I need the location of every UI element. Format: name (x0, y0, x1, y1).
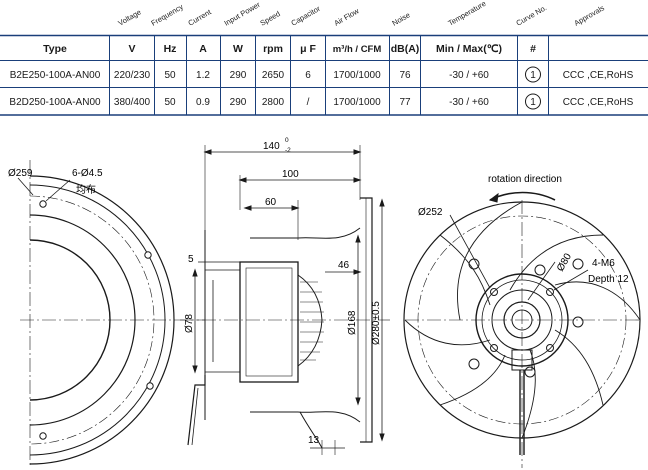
col-current: A (199, 43, 207, 55)
dim-280: Ø280±0.5 (371, 301, 382, 345)
dim-168: Ø168 (347, 310, 358, 335)
label-holes: 6-Ø4.5 (72, 168, 103, 179)
technical-drawing: Ø259 6-Ø4.5 均布 (8, 137, 641, 468)
cell-power: 290 (230, 97, 247, 108)
col-noise: dB(A) (391, 43, 420, 55)
dim-13: 13 (308, 435, 320, 446)
dim-5: 5 (188, 254, 194, 265)
cell-power: 290 (230, 70, 247, 81)
front-view-left (17, 160, 205, 468)
dim-tol-lower: -2 (285, 147, 291, 154)
cell-curve: 1 (530, 70, 536, 81)
cell-temperature: -30 / +60 (449, 97, 489, 108)
col-temperature: Min / Max(℃) (436, 43, 502, 55)
curve-circle (525, 66, 541, 83)
cell-noise: 76 (399, 70, 411, 81)
spec-table: Voltage Frequency Current Input Power Sp… (0, 0, 648, 116)
label-rotation-direction: rotation direction (488, 174, 562, 185)
table-row: B2D250-100A-AN00 380/400 50 0.9 290 2800… (9, 93, 634, 110)
cell-airflow: 1700/1000 (333, 97, 381, 108)
dim-tol-upper: 0 (285, 137, 289, 144)
dim-78: Ø78 (184, 314, 195, 333)
cell-capacitor: 6 (305, 70, 311, 81)
header-approvals: Approvals (573, 3, 607, 28)
header-frequency: Frequency (150, 2, 185, 28)
header-airflow: Air Flow (333, 6, 361, 28)
label-thread: 4-M6 (592, 258, 615, 269)
cell-current: 1.2 (196, 70, 210, 81)
cell-approvals: CCC ,CE,RoHS (563, 97, 634, 108)
col-capacitor: μ F (300, 43, 316, 55)
label-dia-259: Ø259 (8, 168, 33, 179)
side-view (180, 145, 390, 455)
dim-100: 100 (282, 169, 299, 180)
rear-view (403, 191, 641, 468)
cell-type: B2D250-100A-AN00 (9, 97, 101, 108)
dim-46: 46 (338, 260, 350, 271)
col-voltage: V (128, 43, 135, 55)
cell-temperature: -30 / +60 (449, 70, 489, 81)
rotated-header-row: Voltage Frequency Current Input Power Sp… (117, 0, 607, 28)
table-grid (0, 34, 648, 116)
cell-airflow: 1700/1000 (333, 70, 381, 81)
col-power: W (233, 43, 243, 55)
label-holes-note: 均布 (76, 184, 96, 196)
cell-voltage: 220/230 (114, 70, 151, 81)
curve-circle (525, 93, 541, 110)
header-capacitor: Capacitor (290, 4, 323, 28)
label-depth: Depth 12 (588, 274, 629, 285)
label-dia-252: Ø252 (418, 207, 443, 218)
label-dia-80: Ø80 (555, 251, 574, 273)
header-curve-no: Curve No. (515, 3, 549, 28)
header-speed: Speed (259, 9, 282, 28)
cell-speed: 2800 (262, 97, 285, 108)
cell-approvals: CCC ,CE,RoHS (563, 70, 634, 81)
cell-frequency: 50 (164, 70, 176, 81)
cell-noise: 77 (399, 97, 411, 108)
dim-overall: 140 (263, 141, 280, 152)
header-temperature: Temperature (447, 0, 488, 28)
col-curve: # (530, 43, 536, 55)
cell-type: B2E250-100A-AN00 (10, 70, 101, 81)
cell-speed: 2650 (262, 70, 285, 81)
col-frequency: Hz (164, 43, 177, 55)
dim-60: 60 (265, 197, 277, 208)
col-airflow: m³/h / CFM (333, 44, 382, 55)
cell-voltage: 380/400 (114, 97, 151, 108)
unit-header-row: Type V Hz A W rpm μ F m³/h / CFM dB(A) M… (43, 43, 536, 55)
header-noise: Noise (391, 10, 412, 27)
cell-current: 0.9 (196, 97, 210, 108)
table-row: B2E250-100A-AN00 220/230 50 1.2 290 2650… (10, 66, 634, 83)
cell-frequency: 50 (164, 97, 176, 108)
cell-curve: 1 (530, 97, 536, 108)
cell-capacitor: / (307, 97, 310, 108)
col-speed: rpm (263, 43, 283, 55)
header-input-power: Input Power (223, 0, 263, 28)
header-voltage: Voltage (117, 7, 143, 27)
col-type: Type (43, 43, 67, 55)
header-current: Current (187, 7, 214, 28)
